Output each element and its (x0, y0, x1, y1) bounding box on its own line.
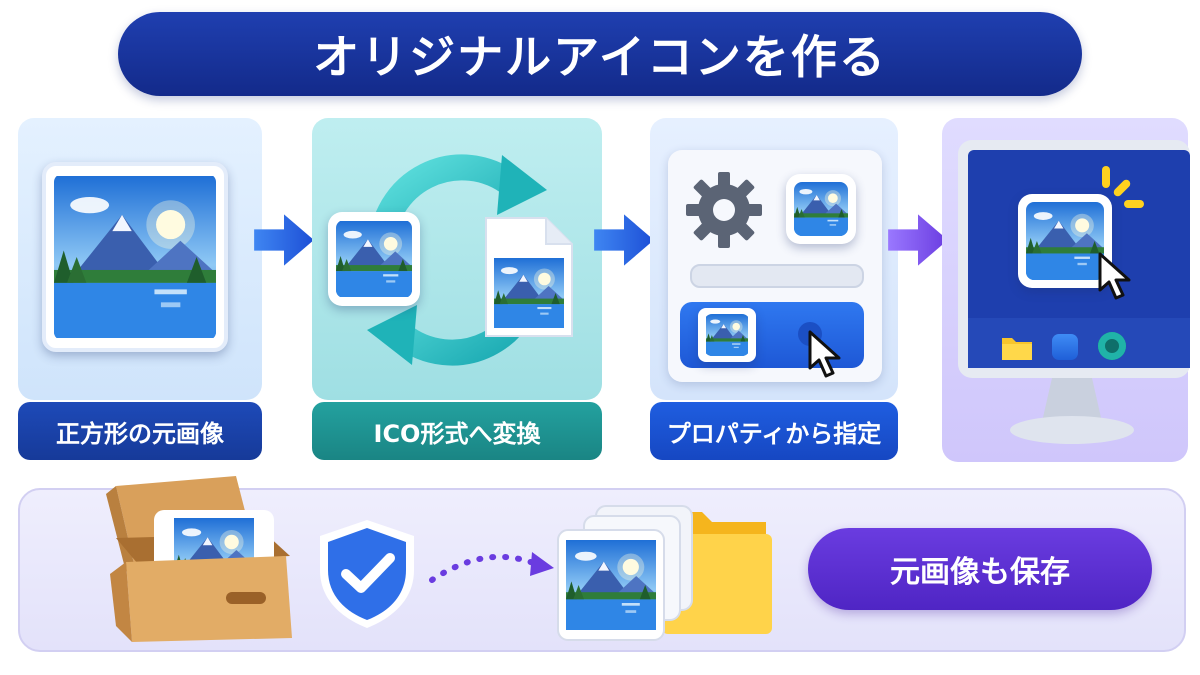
landscape-image-icon (1018, 194, 1112, 288)
monitor-icon (958, 140, 1190, 444)
keep-original-badge: 元画像も保存 (808, 528, 1152, 610)
app-tile-icon (1052, 334, 1078, 360)
step3-label-box: プロパティから指定 (650, 402, 898, 460)
step3-label: プロパティから指定 (666, 419, 882, 448)
wooden-box-icon (106, 476, 292, 642)
landscape-image-icon (786, 174, 856, 244)
arrow-right-icon (886, 208, 950, 272)
dotted-arrow-icon (429, 552, 554, 583)
app-circle-icon (1098, 332, 1126, 360)
landscape-image-icon (698, 308, 756, 362)
step2-label-box: ICO形式へ変換 (312, 402, 602, 460)
page-title-banner: オリジナルアイコンを作る (118, 12, 1082, 96)
arrow-right-icon (252, 208, 316, 272)
image-stack-icon (557, 505, 772, 641)
page-title: オリジナルアイコンを作る (313, 30, 887, 84)
step1-label-box: 正方形の元画像 (18, 402, 262, 460)
step2-label: ICO形式へ変換 (373, 419, 541, 448)
step1-label: 正方形の元画像 (56, 419, 224, 448)
cursor-icon (806, 330, 846, 378)
progress-bar (690, 264, 864, 288)
landscape-image-icon (42, 162, 228, 352)
shield-check-icon (320, 520, 414, 628)
arrow-right-icon (592, 208, 656, 272)
cursor-icon (1096, 252, 1136, 300)
gear-icon (686, 172, 762, 248)
landscape-image-icon (328, 212, 420, 306)
folder-icon (1002, 338, 1032, 360)
click-burst-icon (1102, 166, 1144, 208)
ico-file-icon (485, 217, 573, 337)
keep-original-label: 元画像も保存 (890, 555, 1070, 590)
